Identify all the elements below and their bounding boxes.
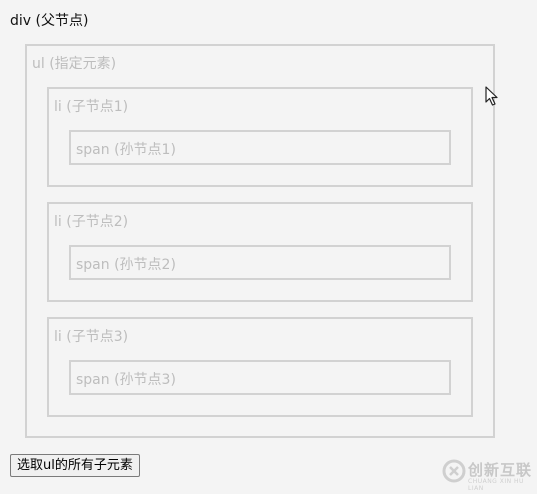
span-label-1: span (孙节点1) [76,142,176,158]
brand-logo-icon [442,459,466,483]
span-box-3 [69,360,451,395]
span-box-2 [69,245,451,280]
span-label-3: span (孙节点3) [76,372,176,388]
li-label-2: li (子节点2) [54,214,129,230]
ul-label: ul (指定元素) [32,56,117,72]
div-parent-label: div (父节点) [10,13,89,29]
li-box-1 [47,87,473,187]
li-box-3 [47,317,473,417]
mouse-cursor-icon [485,86,498,106]
watermark [440,452,537,494]
watermark-subtext: CHUANG XIN HU LIAN [468,478,524,492]
span-label-2: span (孙节点2) [76,257,176,273]
span-box-1 [69,130,451,165]
li-label-3: li (子节点3) [54,329,129,345]
watermark-text: 创新互联 [468,461,533,479]
li-label-1: li (子节点1) [54,99,129,115]
li-box-2 [47,202,473,302]
select-children-button[interactable]: 选取ul的所有子元素 [10,454,140,477]
ul-container [25,44,495,438]
